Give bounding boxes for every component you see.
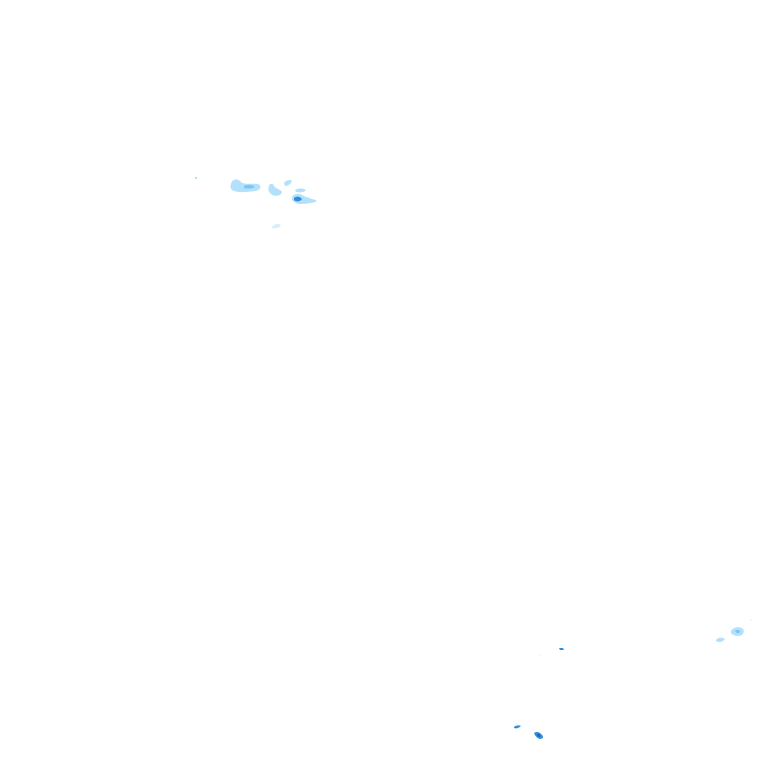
radar-echo bbox=[559, 648, 564, 650]
radar-echo bbox=[295, 188, 306, 193]
radar-echo bbox=[244, 184, 255, 189]
echo-cluster-north-west bbox=[194, 176, 317, 204]
echo-cluster-north-west-trail bbox=[272, 223, 281, 229]
radar-echo bbox=[537, 733, 541, 737]
radar-echo bbox=[514, 725, 521, 729]
radar-echo bbox=[291, 193, 317, 204]
radar-echo bbox=[716, 637, 725, 643]
radar-echo bbox=[272, 223, 281, 229]
echo-cluster-south bbox=[514, 648, 564, 739]
radar-echo bbox=[268, 183, 282, 196]
radar-echo bbox=[735, 629, 740, 634]
radar-echo bbox=[284, 179, 292, 186]
radar-echo bbox=[194, 176, 198, 180]
radar-echo bbox=[750, 619, 752, 621]
radar-echo bbox=[294, 196, 302, 202]
echo-cluster-east-edge bbox=[716, 619, 752, 643]
radar-echo bbox=[539, 654, 541, 656]
